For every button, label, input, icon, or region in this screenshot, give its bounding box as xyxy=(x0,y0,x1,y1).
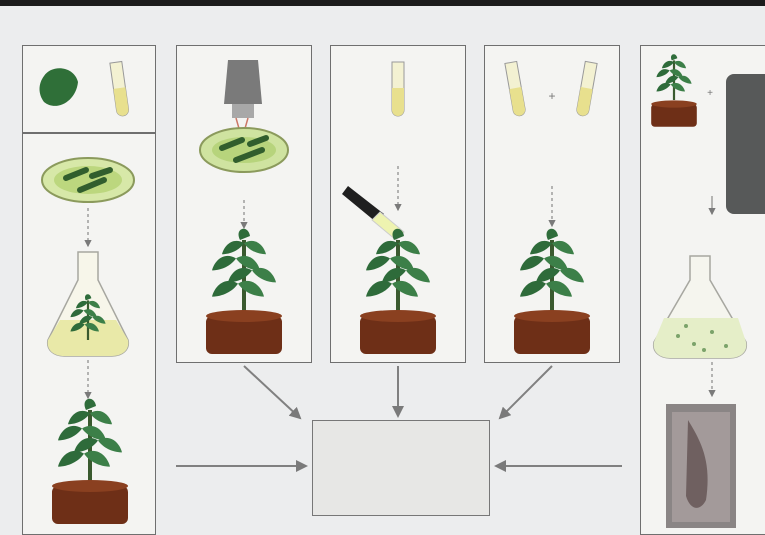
svg-text:+: + xyxy=(707,88,713,99)
leaf-icon xyxy=(39,68,78,106)
top-border xyxy=(0,0,765,6)
outcome-box xyxy=(312,420,490,516)
svg-text:+: + xyxy=(548,89,555,103)
